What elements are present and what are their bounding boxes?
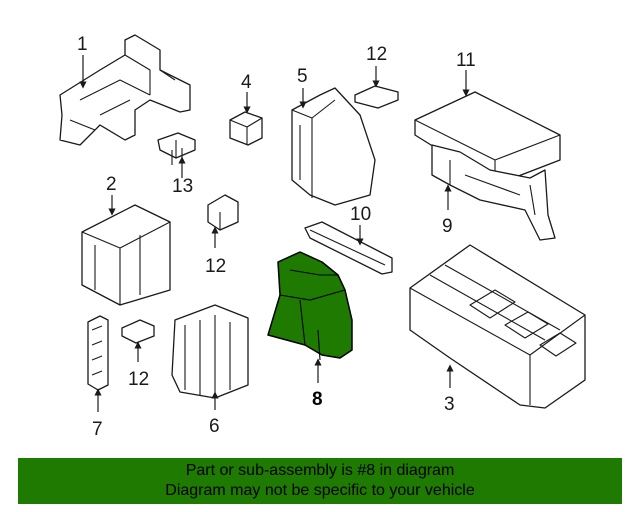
part-12-mid-fuse: [207, 194, 239, 231]
banner-line-2: Diagram may not be specific to your vehi…: [165, 482, 475, 499]
part-4-relay: [229, 111, 263, 146]
callout-7: 7: [92, 419, 103, 440]
parts-diagram: 1 13 4 5 12 11 9 2: [59, 34, 586, 440]
callout-4: 4: [241, 72, 252, 93]
part-12-top-clip: [354, 85, 399, 109]
callout-3: 3: [444, 394, 455, 415]
info-banner: Part or sub-assembly is #8 in diagram Di…: [18, 458, 622, 504]
callout-12-mid: 12: [205, 256, 226, 277]
callout-10: 10: [350, 204, 371, 225]
part-10-bar: [304, 221, 393, 275]
callout-2: 2: [106, 174, 117, 195]
callout-13: 13: [172, 176, 193, 197]
part-8-highlighted: [267, 251, 353, 361]
callout-6: 6: [209, 416, 220, 437]
callout-11: 11: [456, 50, 476, 71]
part-5-cover: [291, 87, 376, 206]
callout-1: 1: [77, 34, 88, 55]
callout-12-bottom: 12: [128, 369, 149, 390]
part-13-fuse: [157, 132, 196, 165]
callout-12-top: 12: [366, 44, 387, 65]
callout-8: 8: [312, 389, 323, 410]
part-6-connector-block: [171, 304, 249, 399]
part-3-fuse-box: [409, 244, 586, 409]
banner-line-1: Part or sub-assembly is #8 in diagram: [185, 462, 455, 479]
part-1-bracket: [59, 34, 191, 146]
part-12-bottom-clip: [121, 319, 155, 344]
callout-5: 5: [297, 66, 308, 87]
callout-9: 9: [442, 216, 453, 237]
part-7-connector: [87, 315, 109, 391]
part-2-relay-block: [81, 204, 171, 306]
